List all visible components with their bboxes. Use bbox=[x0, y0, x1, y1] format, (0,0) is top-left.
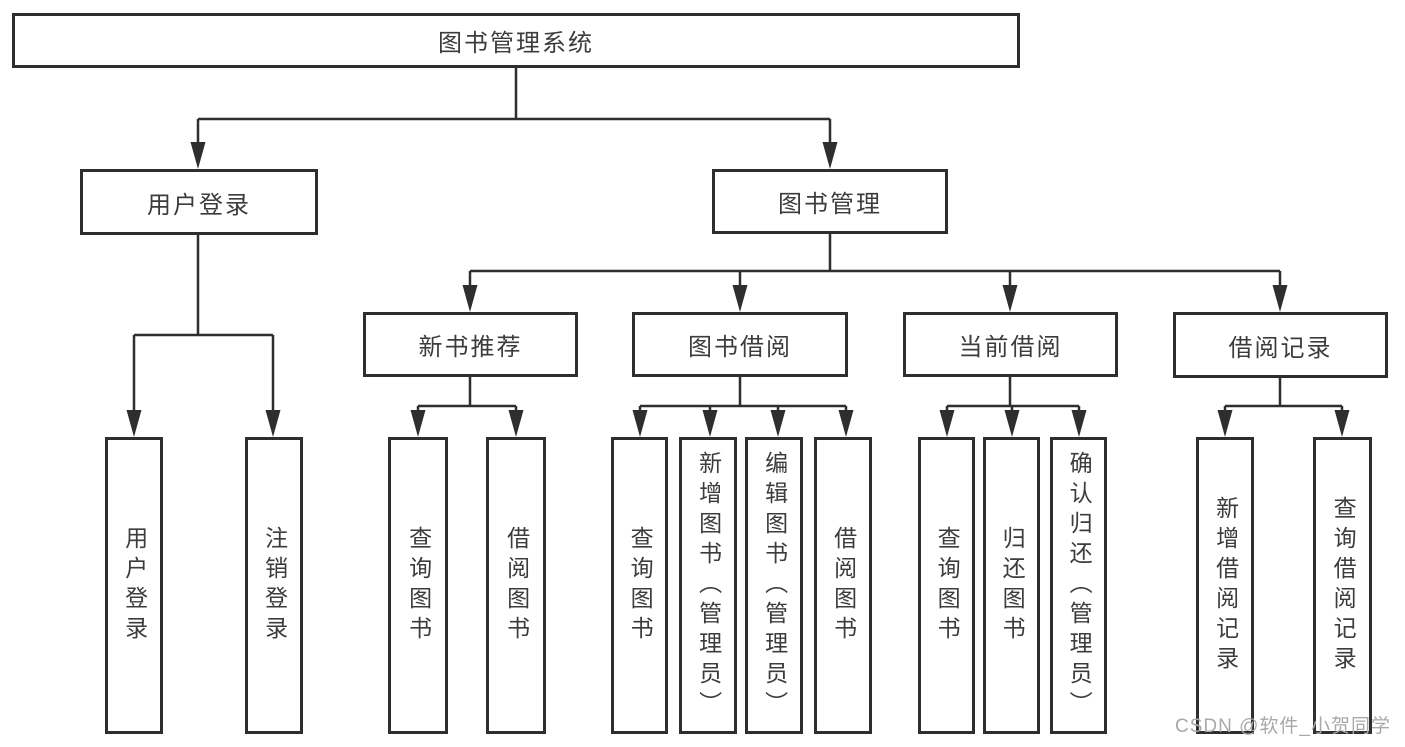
node-label: 借阅图书 bbox=[830, 525, 857, 646]
leaf-query-books-current: 查询图书 bbox=[918, 437, 975, 734]
node-label: 查询图书 bbox=[405, 525, 432, 646]
leaf-query-books-recommend: 查询图书 bbox=[388, 437, 448, 734]
node-label: 借阅图书 bbox=[503, 525, 530, 646]
node-label: 新增借阅记录 bbox=[1212, 495, 1239, 676]
node-label: 图书管理系统 bbox=[438, 30, 594, 57]
node-label: 图书借阅 bbox=[688, 334, 792, 361]
leaf-add-books-admin: 新增图书（管理员） bbox=[679, 437, 737, 734]
node-library-management-system: 图书管理系统 bbox=[12, 13, 1020, 68]
leaf-query-borrow-record: 查询借阅记录 bbox=[1313, 437, 1372, 734]
leaf-logout: 注销登录 bbox=[245, 437, 303, 734]
node-label: 注销登录 bbox=[261, 525, 288, 646]
node-label: 借阅记录 bbox=[1228, 334, 1333, 362]
node-label: 归还图书 bbox=[999, 525, 1026, 646]
node-current-borrowing: 当前借阅 bbox=[903, 312, 1118, 377]
node-label: 用户登录 bbox=[121, 525, 148, 646]
node-label: 图书管理 bbox=[778, 191, 882, 218]
node-new-book-recommendation: 新书推荐 bbox=[363, 312, 578, 377]
node-label: 当前借阅 bbox=[958, 334, 1063, 361]
node-label: 用户登录 bbox=[147, 191, 251, 219]
leaf-add-borrow-record: 新增借阅记录 bbox=[1196, 437, 1254, 734]
node-label: 新书推荐 bbox=[418, 334, 523, 361]
node-book-borrowing: 图书借阅 bbox=[632, 312, 848, 377]
node-user-login: 用户登录 bbox=[80, 169, 318, 235]
leaf-borrow-books-borrowing: 借阅图书 bbox=[814, 437, 872, 734]
leaf-query-books-borrowing: 查询图书 bbox=[611, 437, 668, 734]
leaf-confirm-return-admin: 确认归还（管理员） bbox=[1050, 437, 1107, 734]
node-borrowing-records: 借阅记录 bbox=[1173, 312, 1388, 378]
leaf-user-login: 用户登录 bbox=[105, 437, 163, 734]
leaf-return-books: 归还图书 bbox=[983, 437, 1040, 734]
leaf-borrow-books-recommend: 借阅图书 bbox=[486, 437, 546, 734]
node-label: 查询图书 bbox=[934, 525, 961, 646]
node-label: 查询图书 bbox=[627, 525, 654, 646]
node-label: 新增图书（管理员） bbox=[695, 450, 722, 721]
node-book-management: 图书管理 bbox=[712, 169, 948, 234]
leaf-edit-books-admin: 编辑图书（管理员） bbox=[745, 437, 803, 734]
node-label: 查询借阅记录 bbox=[1330, 495, 1357, 676]
node-label: 确认归还（管理员） bbox=[1066, 450, 1093, 721]
csdn-watermark: CSDN @软件_小贺同学 bbox=[1175, 716, 1391, 737]
node-label: 编辑图书（管理员） bbox=[761, 450, 788, 721]
